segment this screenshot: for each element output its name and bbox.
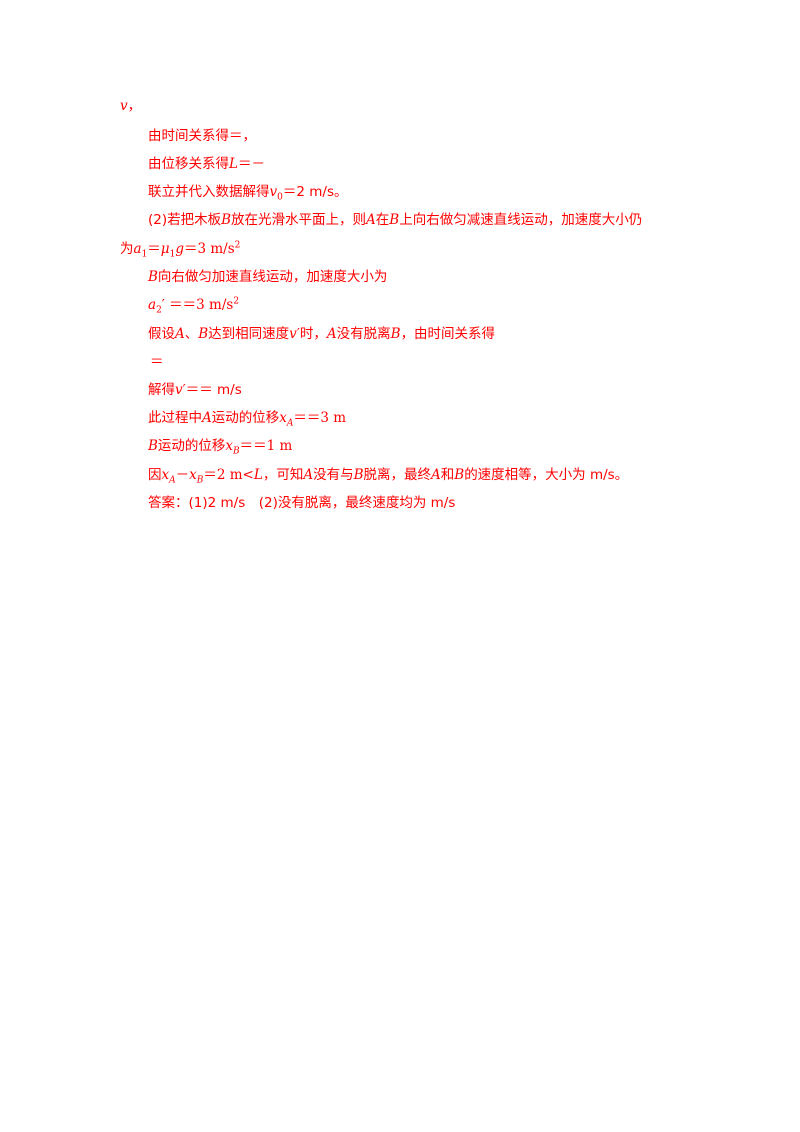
var-v: v: [175, 382, 183, 398]
superscript: 2: [233, 296, 240, 307]
var-x: x: [189, 467, 197, 483]
text: 没有脱离: [336, 326, 391, 342]
solution-line-time-relation: 由时间关系得＝，: [148, 128, 256, 144]
answer-line: 答案：(1)2 m/s (2)没有脱离，最终速度均为 m/s: [148, 495, 456, 511]
text: 的速度相等，大小为 m/s。: [464, 467, 629, 483]
var-B: B: [353, 467, 364, 483]
subscript: 1: [169, 249, 176, 260]
superscript: 2: [234, 240, 241, 251]
var-B: B: [454, 467, 465, 483]
var-L: L: [229, 156, 238, 172]
text: 此过程中: [148, 410, 202, 426]
subscript: A: [286, 418, 294, 429]
text: 没有与: [313, 467, 354, 483]
text: ＝－: [237, 156, 265, 172]
text: 放在光滑水平面上，则: [231, 212, 367, 228]
text: 由位移关系得: [148, 156, 229, 172]
text: 脱离，最终: [363, 467, 432, 483]
solution-line-v: v，: [120, 97, 141, 115]
solution-line-b-accel: B向右做匀加速直线运动，加速度大小为: [148, 268, 387, 286]
solution-line-v0-result: 联立并代入数据解得v0＝2 m/s。: [148, 183, 348, 203]
var-B: B: [148, 438, 158, 454]
text: 为: [120, 241, 134, 257]
solution-line-conclusion: 因xA－xB＝2 m<L，可知A没有与B脱离，最终A和B的速度相等，大小为 m/…: [148, 466, 629, 486]
var-g: g: [175, 241, 184, 257]
text: 运动的位移: [211, 410, 280, 426]
var-B: B: [198, 326, 209, 342]
solution-line-a2: a2′ ＝＝3 m/s2: [148, 296, 240, 316]
var-A: A: [175, 326, 185, 342]
text: ′时，: [296, 326, 327, 342]
solution-line-v-prime: 解得v′＝＝ m/s: [148, 381, 242, 399]
text: ＝2 m<: [203, 467, 254, 483]
text: 运动的位移: [157, 438, 226, 454]
text: 和: [440, 467, 455, 483]
subscript: 0: [277, 192, 283, 203]
solution-line-assumption: 假设A、B达到相同速度v′时，A没有脱离B，由时间关系得: [148, 325, 495, 343]
text: 向右做匀加速直线运动，加速度大小为: [157, 269, 388, 285]
text: 联立并代入数据解得: [148, 184, 270, 200]
var-v: v: [289, 326, 297, 342]
var-A: A: [202, 410, 212, 426]
text: －: [175, 467, 190, 483]
subscript: 2: [156, 305, 162, 316]
prime: ′: [161, 297, 165, 313]
text: 上向右做匀减速直线运动，加速度大小仍: [399, 212, 643, 228]
var-mu: μ: [160, 241, 170, 257]
text: ，: [127, 98, 142, 114]
text: 因: [148, 467, 162, 483]
var-x: x: [161, 467, 170, 483]
text: ＝2 m/s。: [282, 184, 348, 200]
var-A: A: [366, 212, 376, 228]
text: ，可知: [262, 467, 304, 483]
var-B: B: [389, 212, 400, 228]
text: ＝＝1 m: [239, 438, 293, 454]
text: 假设: [148, 326, 175, 342]
text: 达到相同速度: [208, 326, 290, 342]
text: ，由时间关系得: [400, 326, 496, 342]
text: 解得: [148, 382, 175, 398]
solution-line-part2-intro: (2)若把木板B放在光滑水平面上，则A在B上向右做匀减速直线运动，加速度大小仍: [148, 211, 642, 229]
var-A: A: [326, 326, 337, 342]
subscript: B: [233, 446, 240, 457]
var-L: L: [253, 467, 263, 483]
solution-line-xb: B运动的位移xB＝＝1 m: [148, 437, 293, 457]
var-v: v: [120, 98, 128, 114]
var-a: a: [148, 297, 157, 313]
subscript: 1: [141, 249, 148, 260]
text: ＝3 m/s: [183, 241, 235, 257]
text: 、: [184, 326, 199, 342]
var-B: B: [221, 212, 232, 228]
solution-line-equation: ＝: [150, 354, 164, 370]
text: (2)若把木板: [148, 212, 222, 228]
text: ＝: [147, 241, 161, 257]
subscript: A: [169, 475, 176, 486]
text: ＝＝3 m/s: [164, 297, 234, 313]
solution-line-xa: 此过程中A运动的位移xA＝＝3 m: [148, 409, 347, 429]
text: ′＝＝ m/s: [182, 382, 242, 398]
var-A: A: [303, 467, 314, 483]
text: ＝＝3 m: [293, 410, 347, 426]
text: 在: [375, 212, 390, 228]
var-B: B: [390, 326, 401, 342]
var-B: B: [148, 269, 158, 285]
var-a: a: [133, 241, 142, 257]
subscript: B: [196, 475, 204, 486]
solution-line-displacement-relation: 由位移关系得L＝－: [148, 155, 265, 173]
var-x: x: [225, 438, 234, 454]
var-v: v: [269, 184, 278, 200]
var-x: x: [279, 410, 287, 426]
var-A: A: [431, 467, 441, 483]
solution-line-a1: 为a1＝μ1g＝3 m/s2: [120, 240, 241, 260]
